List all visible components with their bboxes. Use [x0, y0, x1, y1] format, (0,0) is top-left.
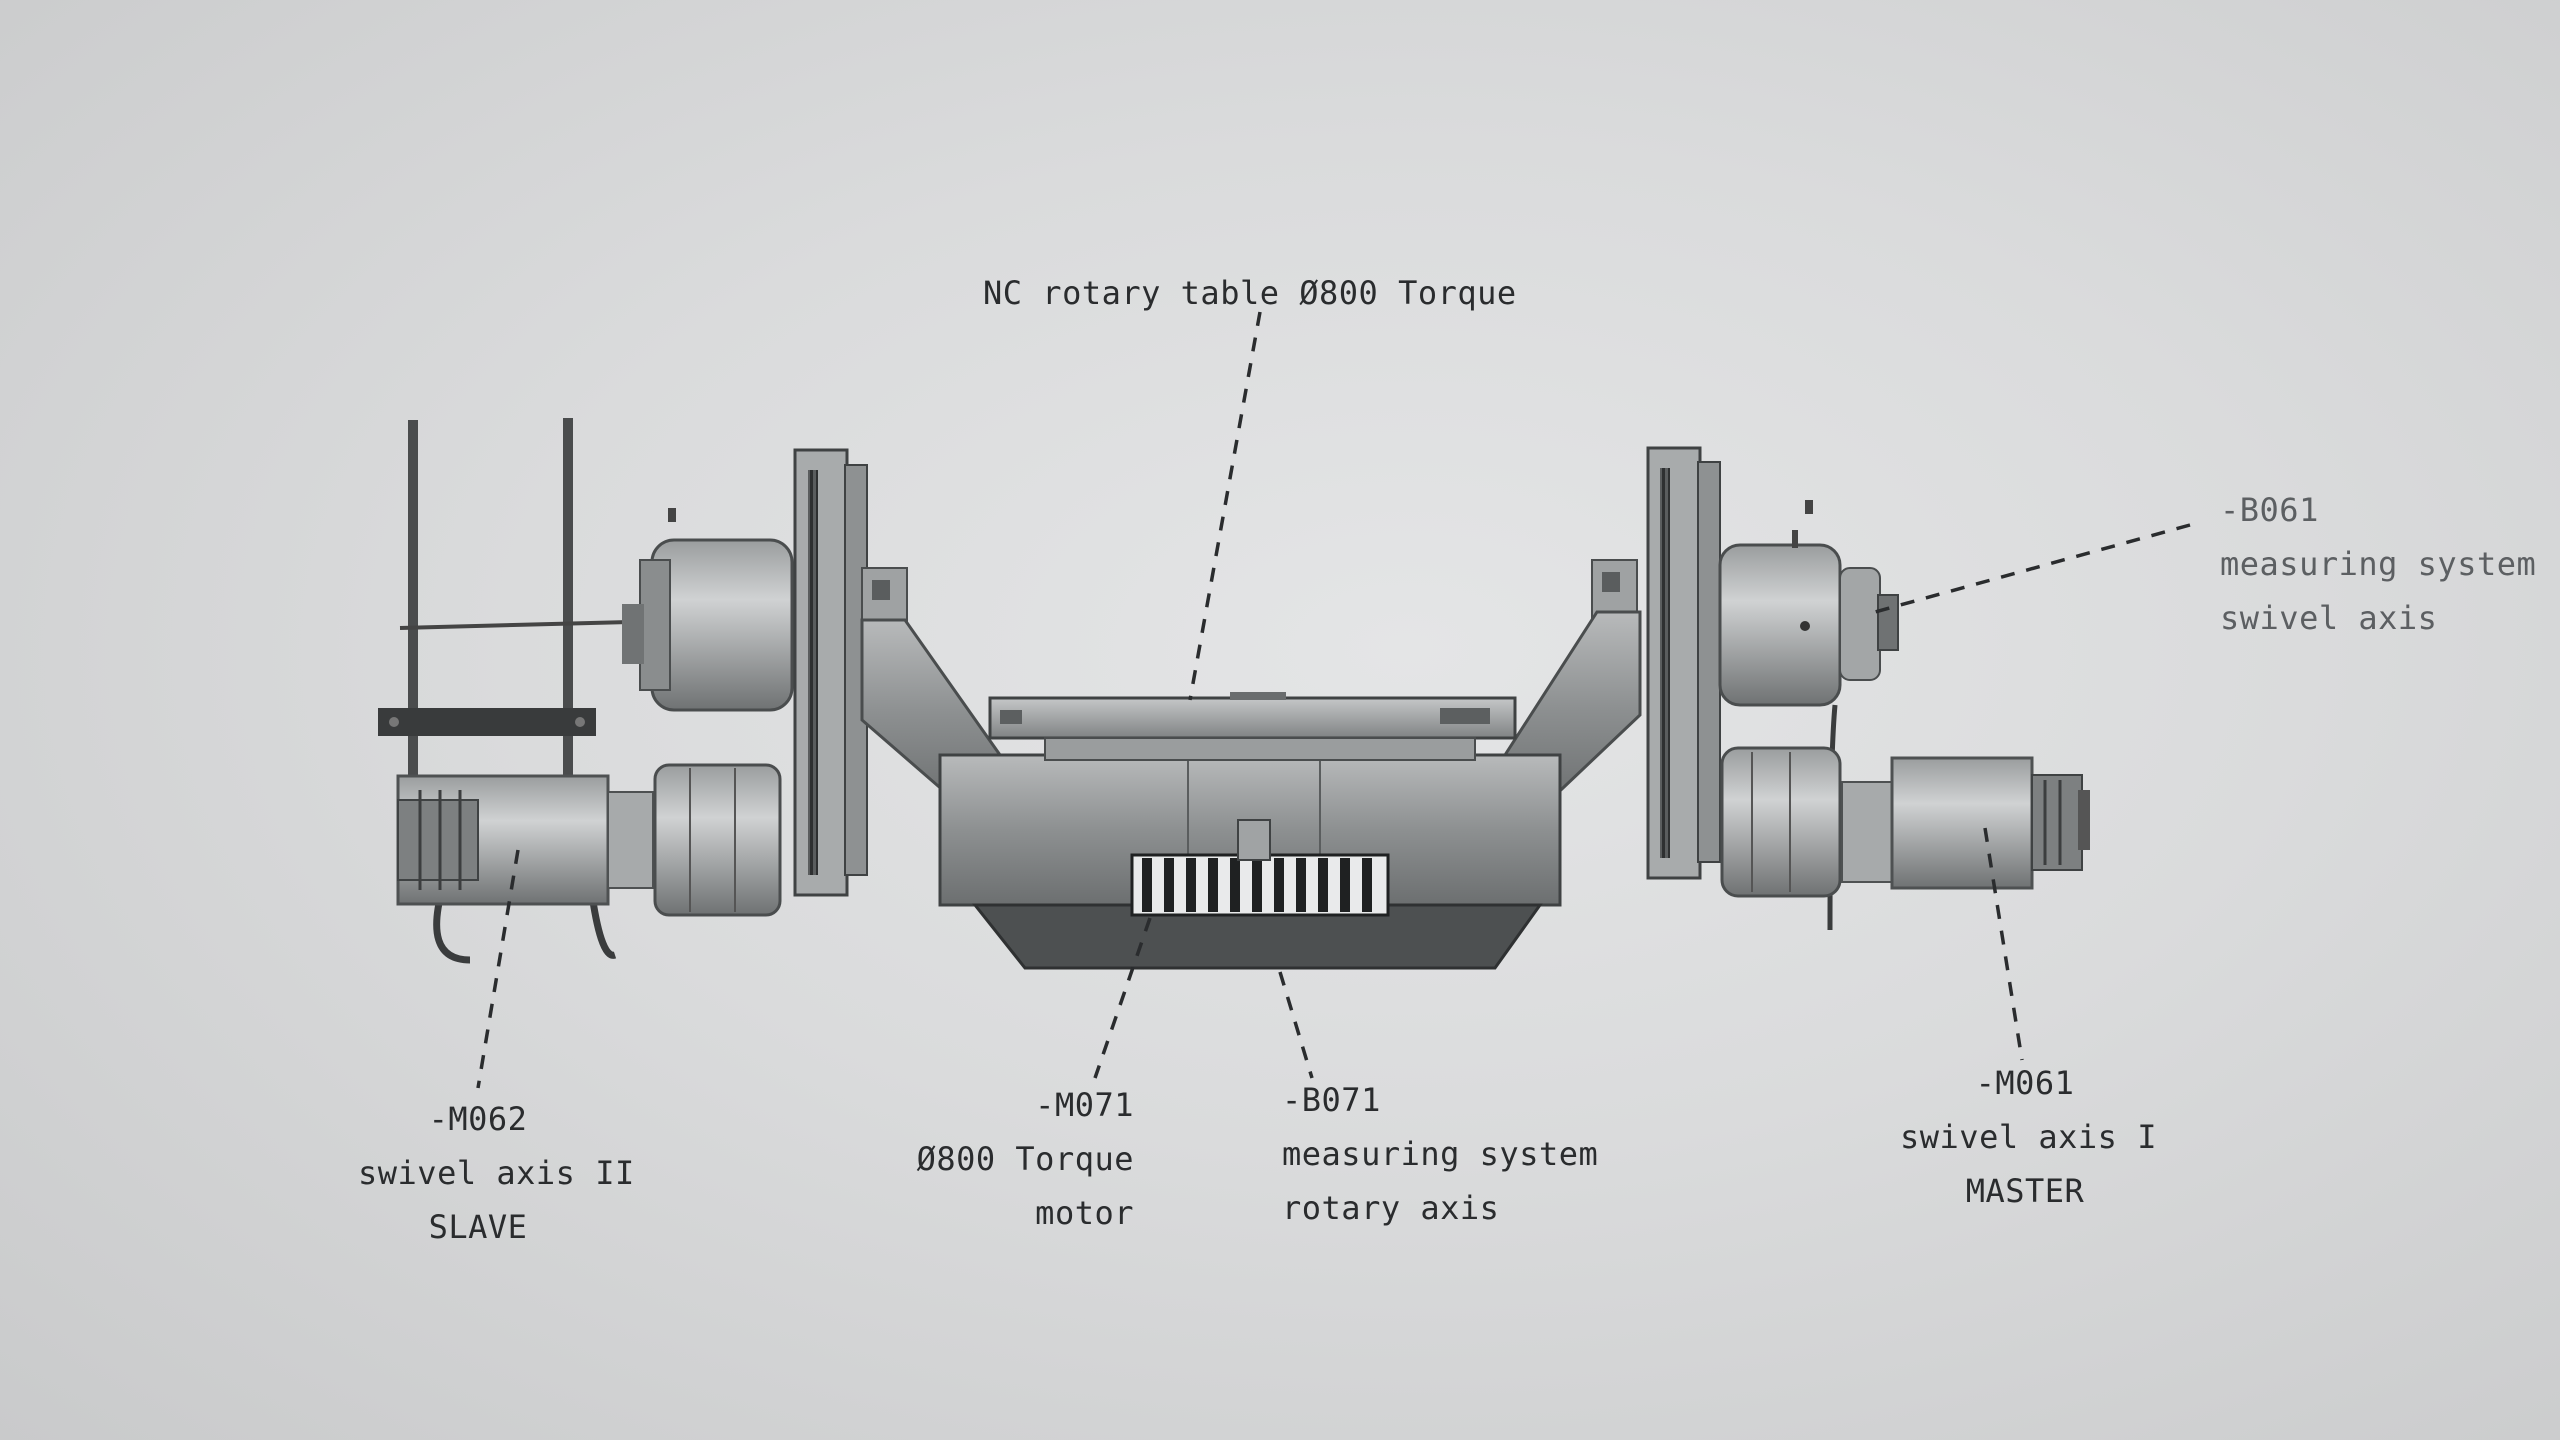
m062-code: -M062 — [428, 1100, 528, 1138]
b071-line2: rotary axis — [1282, 1189, 1500, 1227]
m062-line1: swivel axis II — [358, 1154, 635, 1192]
m061-line1: swivel axis I — [1900, 1118, 2157, 1156]
b071-line1: measuring system — [1282, 1135, 1599, 1173]
m071-code: -M071 — [1035, 1086, 1134, 1124]
label-nc-rotary-table: NC rotary table Ø800 Torque — [983, 266, 1517, 320]
m062-line2: SLAVE — [428, 1208, 528, 1246]
m071-line1: Ø800 Torque — [916, 1140, 1134, 1178]
label-m062: -M062 swivel axis II SLAVE — [358, 1092, 635, 1254]
leader-m061 — [1983, 827, 2024, 1061]
nc-rotary-table-text: NC rotary table Ø800 Torque — [983, 274, 1517, 312]
leader-lines — [476, 311, 2191, 1089]
leader-b071 — [1278, 971, 1314, 1079]
leader-b061 — [1874, 523, 2191, 614]
leader-nc-table — [1188, 311, 1262, 701]
central-cradle — [860, 559, 1642, 970]
label-m071: -M071 Ø800 Torque motor — [910, 1078, 1134, 1240]
b071-code: -B071 — [1282, 1081, 1381, 1119]
m061-code: -M061 — [1975, 1064, 2075, 1102]
left-swivel-unit — [378, 418, 868, 964]
leader-m071 — [1093, 917, 1152, 1079]
label-m061: -M061 swivel axis I MASTER — [1900, 1056, 2157, 1218]
b061-line2: swivel axis — [2220, 599, 2438, 637]
right-swivel-unit — [1646, 446, 2090, 931]
m061-line2: MASTER — [1965, 1172, 2085, 1210]
b061-code: -B061 — [2220, 491, 2319, 529]
m071-line2: motor — [1035, 1194, 1134, 1232]
b061-line1: measuring system — [2220, 545, 2537, 583]
label-b061: -B061 measuring system swivel axis — [2220, 483, 2536, 645]
label-b071: -B071 measuring system rotary axis — [1282, 1073, 1598, 1235]
